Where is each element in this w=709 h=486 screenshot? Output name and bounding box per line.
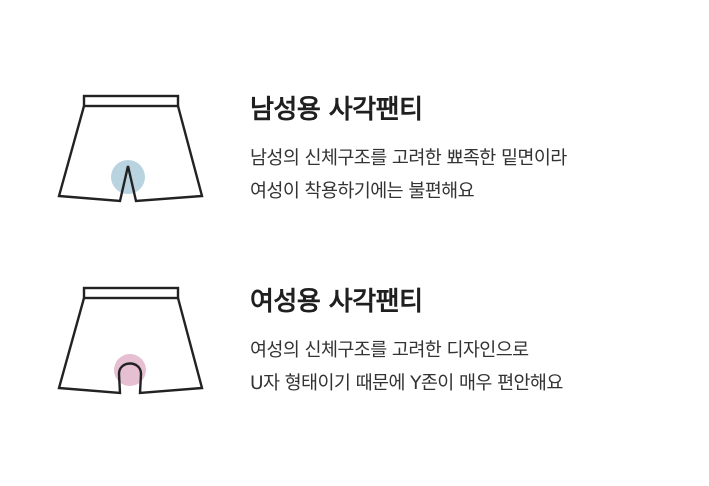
female-boxer-description: 여성의 신체구조를 고려한 디자인으로 U자 형태이기 때문에 Y존이 매우 편…: [250, 334, 690, 400]
male-boxer-desc-line-2: 여성이 착용하기에는 불편해요: [250, 181, 475, 202]
male-boxer-title: 남성용 사각팬티: [250, 95, 423, 125]
female-boxer-briefs-icon: [57, 286, 204, 395]
female-boxer-title: 여성용 사각팬티: [250, 287, 423, 317]
male-boxer-description: 남성의 신체구조를 고려한 뾰족한 밑면이라 여성이 착용하기에는 불편해요: [250, 142, 690, 208]
female-boxer-desc-line-2: U자 형태이기 때문에 Y존이 매우 편안해요: [250, 373, 563, 394]
male-boxer-desc-line-1: 남성의 신체구조를 고려한 뾰족한 밑면이라: [250, 148, 567, 169]
female-boxer-desc-line-1: 여성의 신체구조를 고려한 디자인으로: [250, 340, 529, 361]
female-boxer-text: 여성용 사각팬티 여성의 신체구조를 고려한 디자인으로 U자 형태이기 때문에…: [250, 280, 690, 400]
male-boxer-text: 남성용 사각팬티 남성의 신체구조를 고려한 뾰족한 밑면이라 여성이 착용하기…: [250, 88, 690, 208]
male-boxer-briefs-icon: [57, 94, 204, 203]
